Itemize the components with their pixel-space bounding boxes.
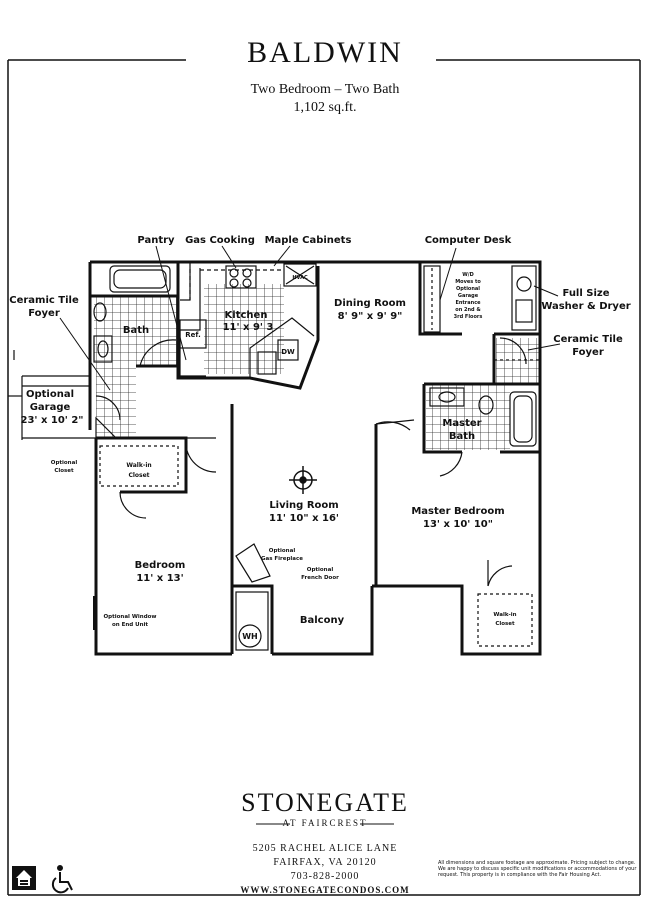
- label-optional-window-1: Optional Window: [104, 614, 157, 620]
- label-ceramic-tile-left: Ceramic Tile: [9, 295, 79, 306]
- label-fireplace-1: Optional: [269, 548, 296, 554]
- brand-subtitle: AT FAIRCREST: [282, 818, 368, 828]
- label-wd-3: Optional: [456, 286, 480, 292]
- label-master-bedroom-dim: 13' x 10' 10": [423, 519, 493, 530]
- label-wd-4: Garage: [458, 293, 479, 299]
- label-master-bath-1: Master: [442, 418, 481, 429]
- label-foyer-right: Foyer: [572, 347, 604, 358]
- label-wd-5: Entrance: [455, 300, 481, 306]
- plan-labels: Pantry Gas Cooking Maple Cabinets Comput…: [9, 235, 631, 641]
- label-french-1: Optional: [307, 567, 334, 573]
- plan-subtitle: Two Bedroom – Two Bath: [250, 82, 400, 97]
- label-garage-dim: 23' x 10' 2": [20, 415, 83, 426]
- plan-title: BALDWIN: [247, 36, 403, 69]
- label-bedroom-dim: 11' x 13': [136, 573, 183, 584]
- label-walkin-2: Closet: [128, 472, 149, 479]
- brand-name: STONEGATE: [241, 788, 409, 817]
- label-wh: WH: [242, 632, 258, 641]
- label-fireplace-2: Gas Fireplace: [261, 556, 303, 562]
- label-washer-dryer: Washer & Dryer: [541, 301, 630, 312]
- label-pantry: Pantry: [137, 235, 175, 246]
- label-bath: Bath: [123, 325, 149, 336]
- plan-area: 1,102 sq.ft.: [293, 100, 357, 115]
- label-full-size: Full Size: [562, 288, 609, 299]
- label-living-dim: 11' 10" x 16': [269, 513, 339, 524]
- label-optional-closet-2: Closet: [54, 468, 74, 474]
- label-hvac: HVAC: [292, 275, 308, 281]
- page-frame: [7, 59, 641, 896]
- label-walkin-m2: Closet: [495, 621, 515, 627]
- label-wd-1: W/D: [462, 272, 474, 278]
- label-optional-window-2: on End Unit: [112, 622, 148, 628]
- city: FAIRFAX, VA 20120: [273, 857, 377, 868]
- label-kitchen-dim: 11' x 9' 3: [223, 322, 274, 333]
- walls: [88, 260, 542, 656]
- label-ceramic-tile-right: Ceramic Tile: [553, 334, 623, 345]
- label-french-2: French Door: [301, 575, 339, 581]
- label-computer-desk: Computer Desk: [425, 235, 512, 246]
- label-foyer-left: Foyer: [28, 308, 60, 319]
- label-maple-cabinets: Maple Cabinets: [265, 235, 352, 246]
- label-wd-2: Moves to: [455, 279, 481, 285]
- callout-leaders: [59, 245, 561, 391]
- label-bedroom: Bedroom: [135, 560, 186, 571]
- label-balcony: Balcony: [300, 615, 345, 626]
- label-ref: Ref.: [185, 331, 200, 339]
- label-wd-7: 3rd Floors: [454, 314, 483, 320]
- label-walkin-m1: Walk-in: [493, 612, 516, 618]
- equal-housing-icon: [12, 866, 36, 890]
- fixtures: [8, 262, 540, 651]
- phone: 703-828-2000: [290, 871, 360, 882]
- label-gas-cooking: Gas Cooking: [185, 235, 255, 246]
- door-swings: [95, 337, 527, 587]
- address: 5205 RACHEL ALICE LANE: [252, 843, 398, 854]
- label-garage: Garage: [30, 402, 71, 413]
- wheelchair-icon: [51, 865, 73, 894]
- label-living: Living Room: [269, 500, 338, 511]
- disclaimer: All dimensions and square footage are ap…: [438, 860, 637, 878]
- website-link[interactable]: WWW.STONEGATECONDOS.COM: [240, 885, 410, 895]
- label-master-bedroom: Master Bedroom: [411, 506, 504, 517]
- label-garage-optional: Optional: [26, 389, 74, 400]
- label-wd-6: on 2nd &: [455, 307, 481, 313]
- compass-rose-icon: [289, 466, 317, 494]
- label-dw: DW: [281, 348, 295, 356]
- label-walkin-1: Walk-in: [126, 462, 151, 469]
- label-master-bath-2: Bath: [449, 431, 475, 442]
- label-optional-closet-1: Optional: [51, 460, 78, 466]
- label-dining-dim: 8' 9" x 9' 9": [338, 311, 403, 322]
- label-dining: Dining Room: [334, 298, 406, 309]
- label-kitchen: Kitchen: [225, 310, 268, 321]
